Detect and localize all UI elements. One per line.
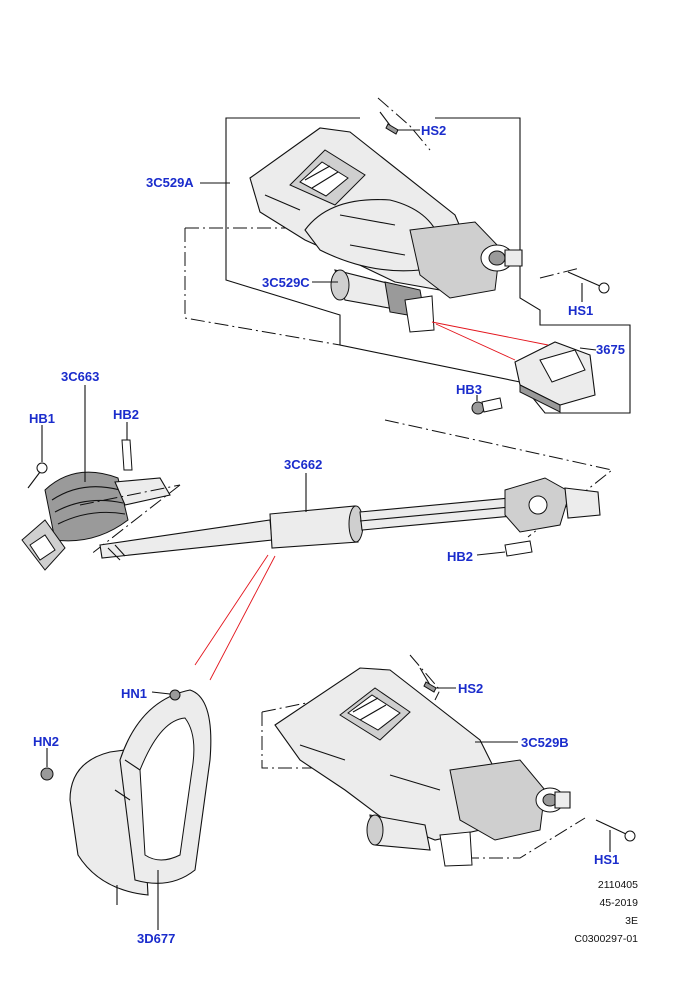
hb3-nut bbox=[471, 395, 503, 415]
hs1-top-bolt bbox=[567, 271, 610, 302]
hb1-bolt bbox=[27, 425, 48, 489]
callout-3675: 3675 bbox=[596, 342, 625, 357]
hb2-left-bolt bbox=[121, 422, 133, 471]
boot-3d677 bbox=[69, 689, 212, 930]
callout-3c529b: 3C529B bbox=[521, 735, 569, 750]
callout-3d677: 3D677 bbox=[137, 931, 176, 946]
lower-steering-column bbox=[274, 667, 571, 867]
callout-hs1-bottom: HS1 bbox=[594, 852, 620, 867]
bracket-3675 bbox=[514, 341, 597, 413]
ref-code-2: 45-2019 bbox=[599, 897, 638, 909]
callout-hn1: HN1 bbox=[121, 686, 148, 701]
adjust-motor bbox=[330, 269, 435, 333]
hs2-top-bolt bbox=[379, 111, 420, 135]
callout-hb3: HB3 bbox=[456, 382, 483, 397]
callout-hs1-top: HS1 bbox=[568, 303, 594, 318]
red-connector-top bbox=[431, 321, 549, 361]
intermediate-shaft-3c662 bbox=[99, 477, 601, 561]
callout-hs2-bottom: HS2 bbox=[458, 681, 484, 696]
callout-hs2-top: HS2 bbox=[421, 123, 447, 138]
callout-hb2-left: HB2 bbox=[113, 407, 140, 422]
hn1-nut bbox=[151, 689, 181, 701]
ref-code-3: 3E bbox=[625, 915, 638, 927]
callout-3c529c: 3C529C bbox=[262, 275, 310, 290]
hb2-right-bolt bbox=[476, 540, 533, 557]
upper-steering-column bbox=[249, 127, 523, 299]
callout-hb2-right: HB2 bbox=[447, 549, 474, 564]
ref-code-1: 2110405 bbox=[597, 879, 638, 891]
ref-code-4: C0300297-01 bbox=[574, 933, 638, 945]
callout-3c529a: 3C529A bbox=[146, 175, 194, 190]
hs1-bottom-bolt bbox=[595, 819, 636, 852]
red-connector-bottom bbox=[194, 554, 276, 681]
hn2-nut bbox=[40, 748, 54, 781]
callout-hn2: HN2 bbox=[33, 734, 60, 749]
callout-3c662: 3C662 bbox=[284, 457, 323, 472]
lower-column-3c663 bbox=[21, 471, 181, 571]
callout-3c663: 3C663 bbox=[61, 369, 100, 384]
callout-hb1: HB1 bbox=[29, 411, 56, 426]
hs2-bottom-bolt bbox=[419, 667, 456, 693]
